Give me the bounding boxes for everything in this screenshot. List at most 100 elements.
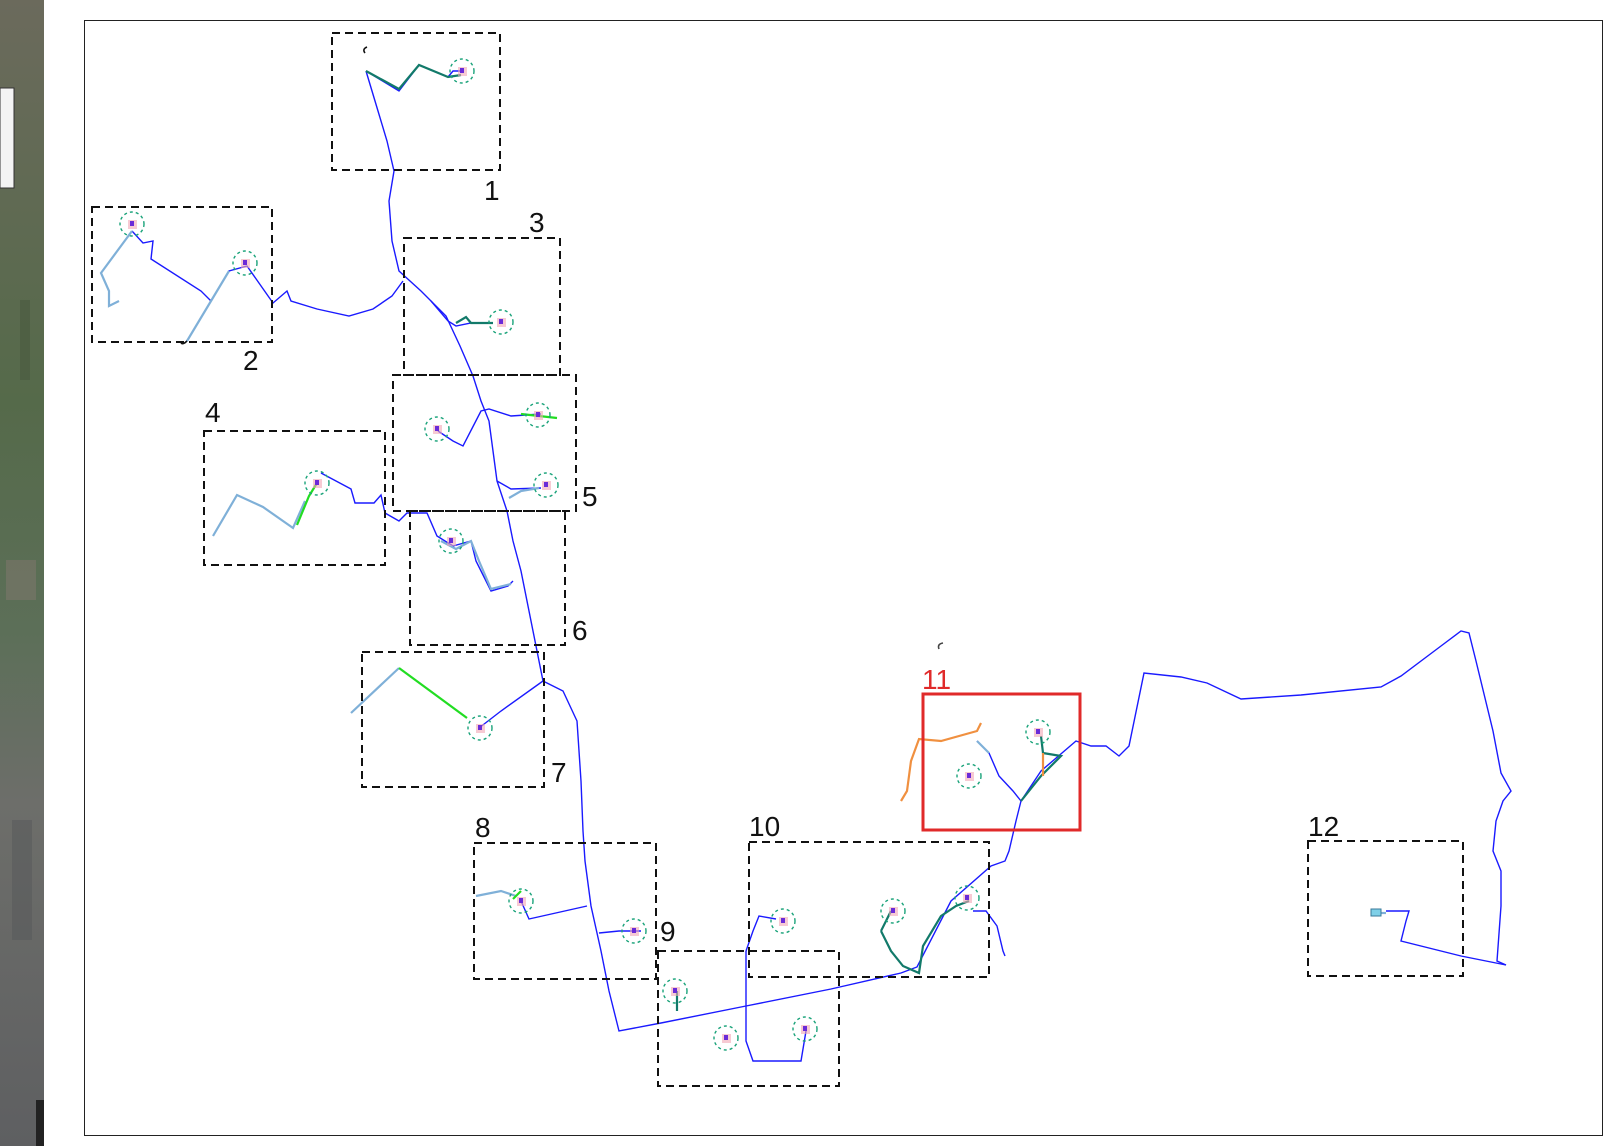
- circle-marker-icon[interactable]: [438, 528, 464, 554]
- marker-ring: [533, 472, 559, 498]
- circle-marker-icon[interactable]: [488, 309, 514, 335]
- marker-ring: [880, 898, 906, 924]
- circle-marker-icon[interactable]: [304, 470, 330, 496]
- zone-10-box[interactable]: [748, 841, 990, 978]
- marker-ring: [621, 918, 647, 944]
- marker-dot: [544, 482, 548, 487]
- circle-marker-icon[interactable]: [232, 250, 258, 276]
- hook-icon-1: [363, 46, 368, 54]
- marker-ring: [770, 908, 796, 934]
- route-east-loop: [1020, 630, 1512, 966]
- marker-dot: [478, 725, 482, 730]
- marker-ring: [956, 763, 982, 789]
- zone-7-box[interactable]: [361, 651, 545, 788]
- hook-icon-11: [937, 642, 944, 650]
- marker-ring: [424, 416, 450, 442]
- marker-ring: [488, 309, 514, 335]
- circle-marker-icon[interactable]: [713, 1025, 739, 1051]
- segment-green-8: [512, 890, 522, 900]
- circle-marker-icon[interactable]: [770, 908, 796, 934]
- zone-12-label: 12: [1308, 811, 1340, 842]
- marker-dot: [243, 260, 247, 265]
- zone-8-box[interactable]: [473, 842, 657, 980]
- circle-marker-icon[interactable]: [508, 888, 534, 914]
- segment-lightblue-7: [350, 667, 400, 714]
- map-frame: 1 2 3 4 5 6 7 8 9 10 11 12: [84, 20, 1603, 1136]
- zone-boxes: [91, 32, 1464, 1087]
- zone-4-box[interactable]: [203, 430, 386, 566]
- zone-10-label: 10: [749, 811, 781, 842]
- zone-3-label: 3: [529, 207, 545, 238]
- marker-dot: [891, 908, 895, 913]
- segment-lightblue-2b: [186, 270, 230, 342]
- marker-dot: [519, 898, 523, 903]
- zone-5-box[interactable]: [392, 374, 577, 512]
- marker-ring: [467, 715, 493, 741]
- circle-marker-icon[interactable]: [533, 472, 559, 498]
- route-zone12: [1386, 910, 1507, 966]
- segment-teal-3: [455, 315, 493, 325]
- marker-dot: [724, 1035, 728, 1040]
- circle-marker-icon[interactable]: [467, 715, 493, 741]
- colored-segments: [99, 63, 1386, 1011]
- route-zone4: [320, 472, 514, 592]
- route-zone5a: [437, 408, 542, 447]
- marker-ring: [713, 1025, 739, 1051]
- segment-lightblue-6: [440, 539, 512, 591]
- hook-icon-2: [180, 340, 188, 345]
- marker-dot: [967, 773, 971, 778]
- marker-dot: [632, 928, 636, 933]
- marker-dot: [1036, 729, 1040, 734]
- circle-marker-icon[interactable]: [449, 58, 475, 84]
- segment-lightblue-4: [212, 493, 307, 537]
- marker-dot: [449, 538, 453, 543]
- marker-dot: [130, 221, 134, 226]
- marker-dot: [781, 918, 785, 923]
- circle-marker-icon[interactable]: [621, 918, 647, 944]
- circle-marker-icon[interactable]: [956, 763, 982, 789]
- circle-marker-icon[interactable]: [119, 211, 145, 237]
- marker-ring: [119, 211, 145, 237]
- marker-dot: [499, 319, 503, 324]
- zone-3-box[interactable]: [403, 237, 561, 376]
- zone-4-label: 4: [205, 397, 221, 428]
- circle-marker-icon[interactable]: [1025, 719, 1051, 745]
- zone-9-box[interactable]: [657, 950, 840, 1087]
- marker-ring: [232, 250, 258, 276]
- circle-marker-icon[interactable]: [662, 978, 688, 1004]
- marker-dot: [435, 426, 439, 431]
- route-main-trunk: [365, 70, 1022, 1032]
- segment-green-7: [398, 667, 468, 719]
- satellite-image-strip: [0, 0, 44, 1146]
- marker-ring: [954, 885, 980, 911]
- route-zone10b: [973, 910, 1006, 957]
- zone-7-label: 7: [551, 757, 567, 788]
- circle-marker-icon[interactable]: [525, 402, 551, 428]
- circle-marker-icon[interactable]: [880, 898, 906, 924]
- segment-lightblue-5b: [508, 486, 540, 499]
- segment-lightblue-2: [99, 230, 133, 308]
- zone-12-box[interactable]: [1307, 840, 1464, 977]
- marker-circles[interactable]: [119, 58, 1051, 1051]
- circle-marker-icon[interactable]: [424, 416, 450, 442]
- circle-marker-icon[interactable]: [792, 1016, 818, 1042]
- route-map[interactable]: [85, 21, 1604, 1137]
- segment-teal-11: [1020, 735, 1064, 802]
- marker-dot: [673, 988, 677, 993]
- marker-dot: [803, 1026, 807, 1031]
- zone-8-label: 8: [475, 812, 491, 843]
- route-lines: [131, 64, 1512, 1062]
- zone-1-box[interactable]: [331, 32, 501, 171]
- segment-teal-1: [365, 63, 462, 91]
- zone-2-box[interactable]: [91, 206, 273, 343]
- zone-9-label: 9: [660, 916, 676, 947]
- marker-ring: [508, 888, 534, 914]
- route-zone2: [131, 230, 404, 317]
- circle-marker-icon[interactable]: [954, 885, 980, 911]
- zone-6-box[interactable]: [409, 510, 566, 646]
- marker-ring: [662, 978, 688, 1004]
- marker-ring: [449, 58, 475, 84]
- zone-6-label: 6: [572, 615, 588, 646]
- zone-11-box[interactable]: [921, 692, 1082, 832]
- zone-11-label: 11: [922, 664, 952, 695]
